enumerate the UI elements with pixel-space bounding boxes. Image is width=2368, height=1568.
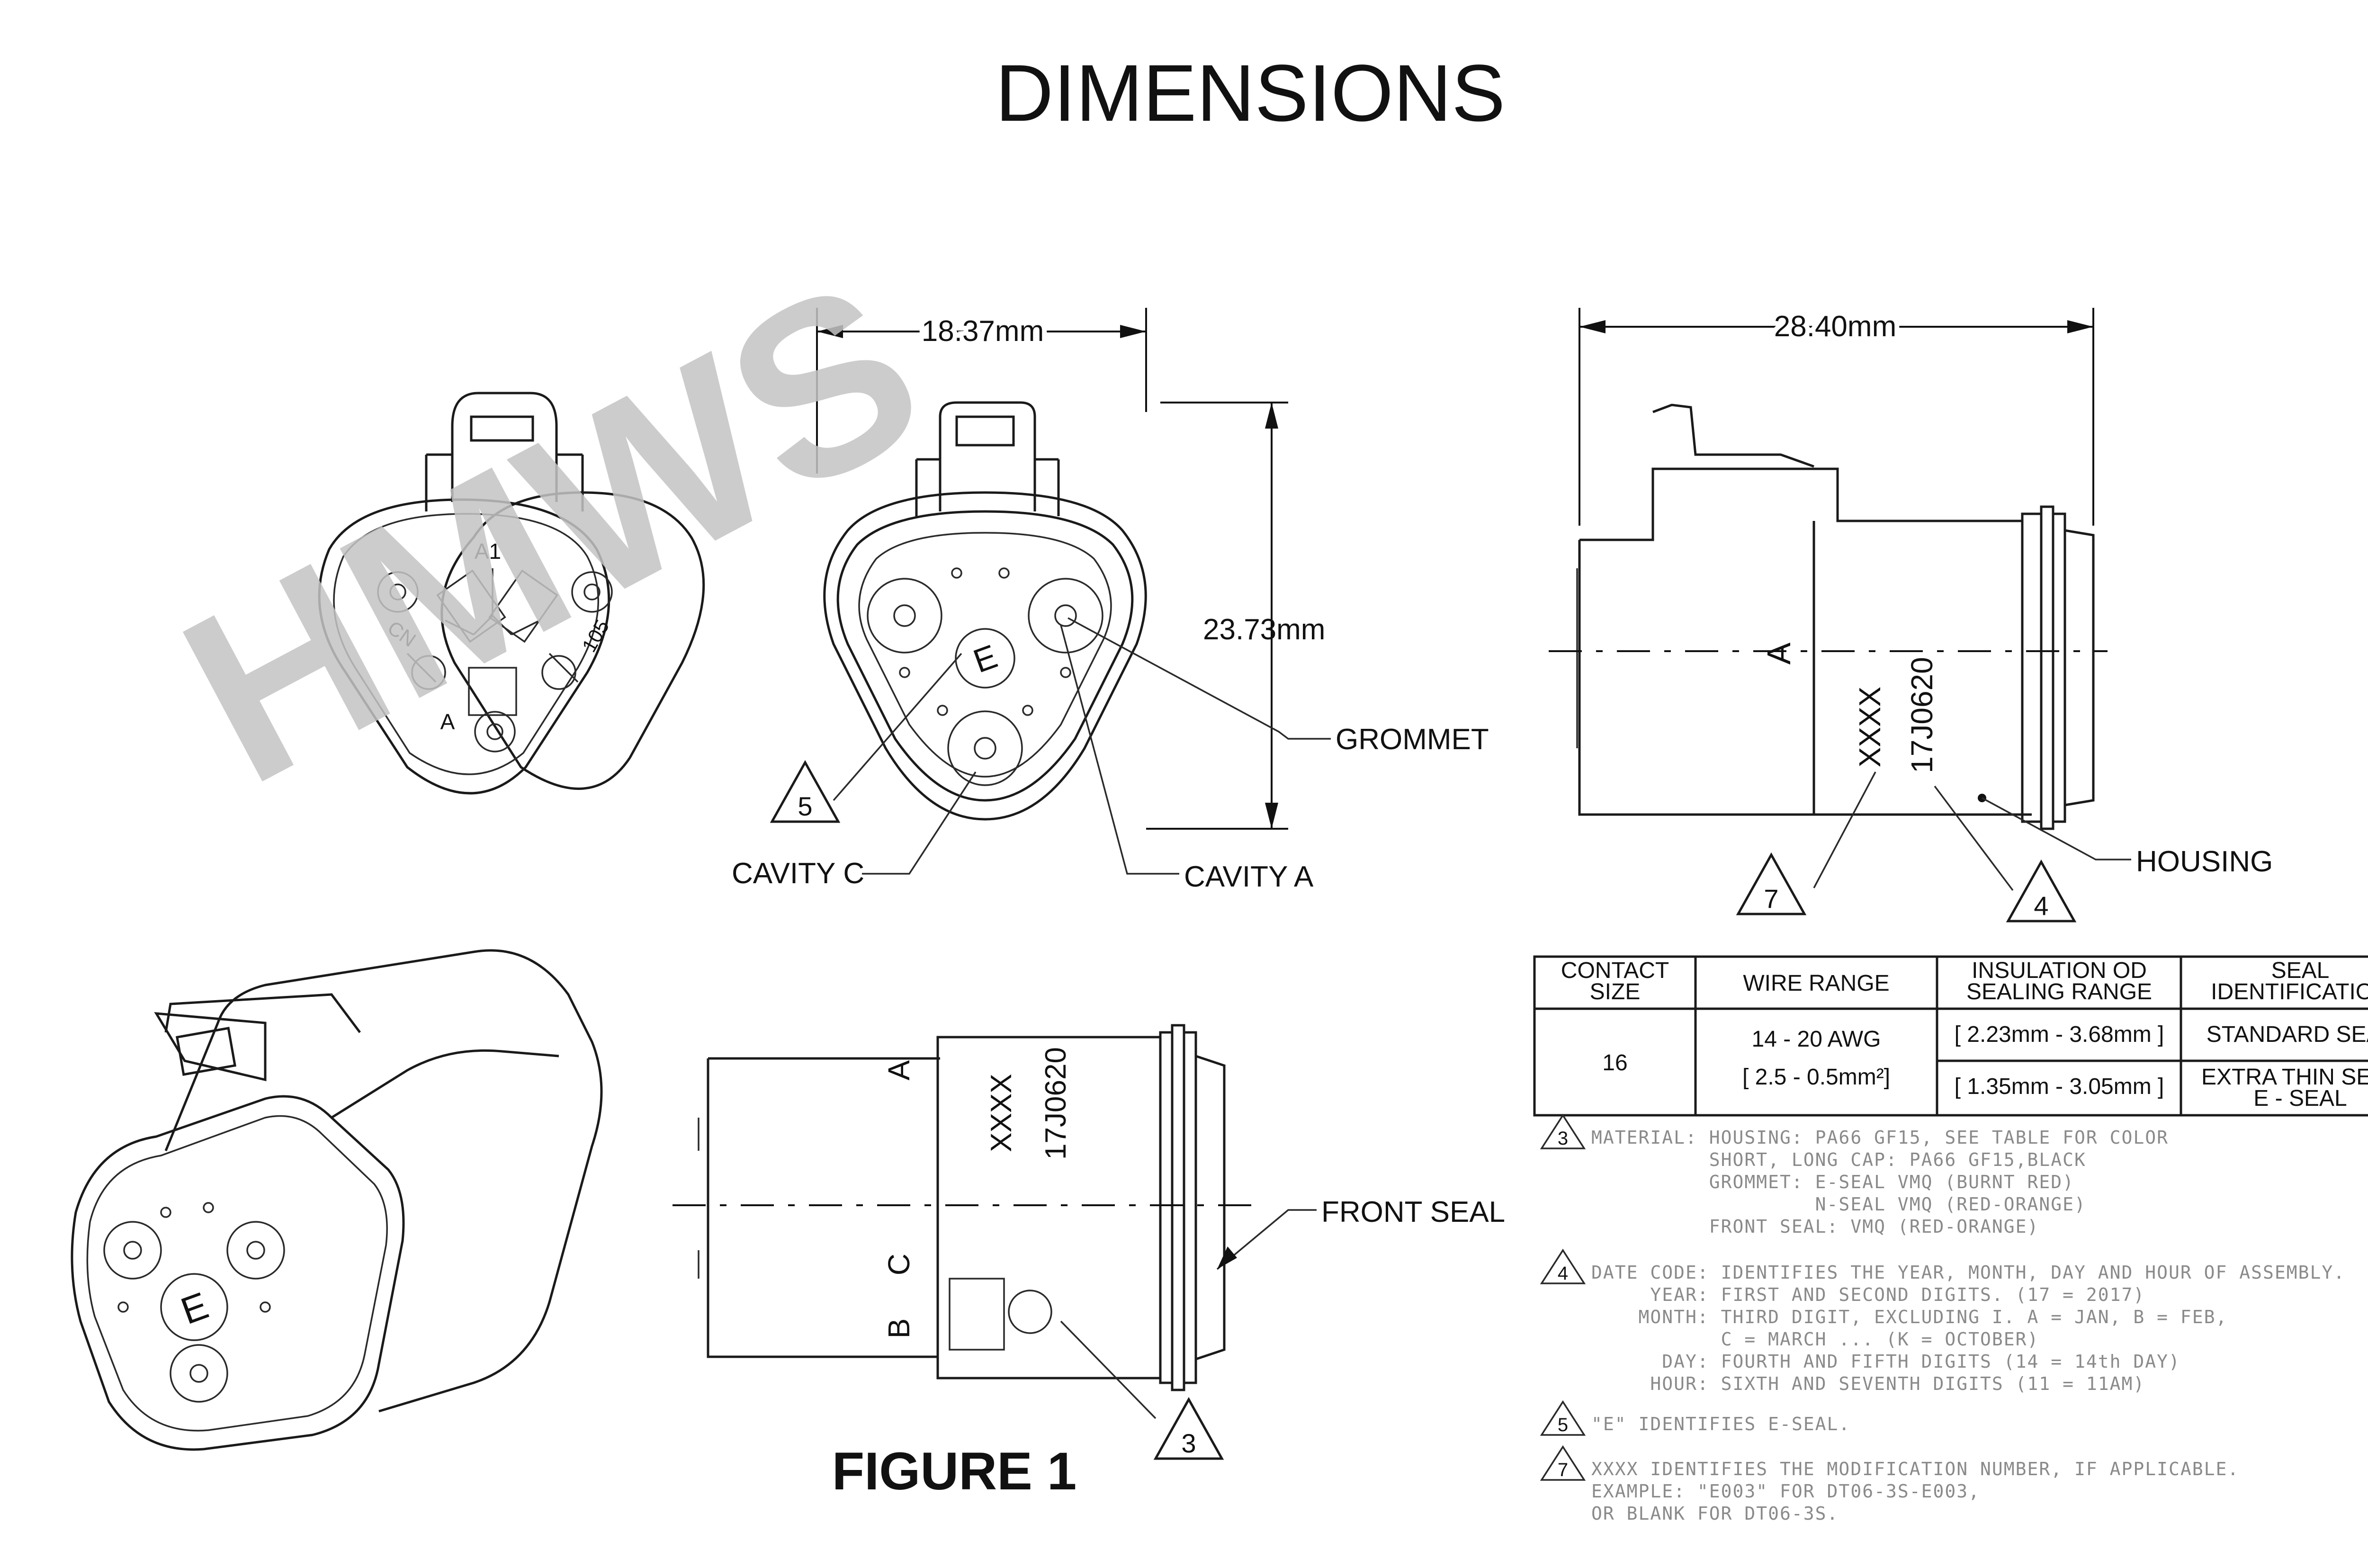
note-4-line: HOUR: SIXTH AND SEVENTH DIGITS (11 = 11A… xyxy=(1591,1373,2145,1394)
note-3-line: GROMMET: E-SEAL VMQ (BURNT RED) xyxy=(1591,1172,2074,1192)
bottom-mod-number: XXXX xyxy=(985,1074,1018,1152)
balloon-7-number: 7 xyxy=(1764,884,1778,914)
note-3-line: MATERIAL: HOUSING: PA66 GF15, SEE TABLE … xyxy=(1591,1127,2169,1148)
bottom-cavity-c: C xyxy=(882,1254,916,1275)
balloon-5-leader xyxy=(833,653,962,801)
note-7-balloon xyxy=(1540,1445,1586,1481)
note-7-line: EXAMPLE: "E003" FOR DT06-3S-E003, xyxy=(1591,1481,1980,1502)
header-contact-size-2: SIZE xyxy=(1590,979,1641,1004)
front-width-dimension xyxy=(816,308,1147,474)
balloon-3 xyxy=(1153,1397,1224,1460)
side-date-code: 17J0620 xyxy=(1905,657,1939,773)
note-7-line: OR BLANK FOR DT06-3S. xyxy=(1591,1503,1839,1524)
note-7-number: 7 xyxy=(1558,1460,1568,1480)
header-insulation-2: SEALING RANGE xyxy=(1966,979,2152,1004)
balloon-4 xyxy=(2006,859,2077,923)
cavity-a-label: CAVITY A xyxy=(1184,860,1314,893)
iso-e-logo: E xyxy=(176,1284,214,1332)
wire-range-table xyxy=(1533,955,2368,1117)
note-5-balloon xyxy=(1540,1400,1586,1436)
note-4-balloon xyxy=(1540,1248,1586,1284)
note-3-line: FRONT SEAL: VMQ (RED-ORANGE) xyxy=(1591,1216,2039,1237)
balloon-4-leader xyxy=(1934,785,2014,891)
header-insulation-1: INSULATION OD xyxy=(1972,958,2147,983)
side-mod-number: XXXX xyxy=(1853,687,1887,768)
note-4-line: C = MARCH ... (K = OCTOBER) xyxy=(1591,1329,2039,1350)
note-5-number: 5 xyxy=(1558,1415,1568,1435)
bottom-date-code: 17J0620 xyxy=(1040,1047,1072,1160)
balloon-3-number: 3 xyxy=(1181,1428,1196,1458)
cell-wire-range-awg: 14 - 20 AWG xyxy=(1752,1027,1881,1052)
rear-cavity-b-label: A xyxy=(440,709,455,734)
cell-seal-thin-2: E - SEAL xyxy=(2253,1086,2347,1111)
bottom-cavity-b: B xyxy=(882,1318,916,1339)
cell-wire-range-mm: [ 2.5 - 0.5mm²] xyxy=(1742,1065,1890,1090)
cell-insulation-thin: [ 1.35mm - 3.05mm ] xyxy=(1955,1074,2164,1099)
isometric-view: E xyxy=(71,949,603,1451)
grommet-label: GROMMET xyxy=(1336,723,1489,756)
cell-contact-size: 16 xyxy=(1602,1050,1627,1075)
note-5-line: "E" IDENTIFIES E-SEAL. xyxy=(1591,1414,1850,1434)
cell-seal-thin-1: EXTRA THIN SEAL xyxy=(2201,1065,2368,1090)
side-length-label: 28.40mm xyxy=(1774,310,1896,343)
note-7-line: XXXX IDENTIFIES THE MODIFICATION NUMBER,… xyxy=(1591,1459,2239,1479)
note-3-number: 3 xyxy=(1558,1128,1568,1149)
cell-seal-standard: STANDARD SEAL xyxy=(2207,1022,2368,1047)
front-height-dimension xyxy=(1146,402,1288,830)
front-width-label: 18.37mm xyxy=(922,315,1044,348)
side-view xyxy=(1576,403,2095,830)
side-length-dimension xyxy=(1579,308,2094,526)
watermark: HMWS xyxy=(144,227,961,836)
cavity-c-leader xyxy=(862,771,977,875)
note-4-line: MONTH: THIRD DIGIT, EXCLUDING I. A = JAN… xyxy=(1591,1307,2227,1327)
balloon-7-leader xyxy=(1813,771,1876,888)
note-3-line: N-SEAL VMQ (RED-ORANGE) xyxy=(1591,1194,2086,1215)
balloon-5 xyxy=(770,760,841,823)
front-height-label: 23.73mm xyxy=(1203,613,1325,646)
notes: 3 MATERIAL: HOUSING: PA66 GF15, SEE TABLE… xyxy=(1540,1113,2345,1524)
front-seal-label: FRONT SEAL xyxy=(1321,1196,1505,1228)
balloon-4-number: 4 xyxy=(2034,891,2048,921)
note-3-line: SHORT, LONG CAP: PA66 GF15,BLACK xyxy=(1591,1149,2086,1170)
balloon-7 xyxy=(1736,852,1807,915)
rear-cavity-a-label: A1 xyxy=(475,539,501,564)
e-seal-logo: E xyxy=(969,637,1002,680)
bottom-view xyxy=(698,1024,1226,1391)
cell-insulation-standard: [ 2.23mm - 3.68mm ] xyxy=(1955,1022,2164,1047)
page-title: DIMENSIONS xyxy=(996,48,1506,138)
balloon-3-leader xyxy=(1060,1320,1157,1419)
note-4-line: DATE CODE: IDENTIFIES THE YEAR, MONTH, D… xyxy=(1591,1262,2345,1283)
header-contact-size-1: CONTACT xyxy=(1561,958,1669,983)
bottom-cavity-a: A xyxy=(882,1060,916,1080)
rear-view: A1 A CN 105 xyxy=(318,392,705,795)
header-seal-1: SEAL xyxy=(2271,958,2330,983)
cavity-c-label: CAVITY C xyxy=(732,857,864,890)
header-seal-2: IDENTIFICATION xyxy=(2211,979,2368,1004)
front-seal-leader xyxy=(1216,1209,1317,1270)
note-3-balloon xyxy=(1540,1113,1586,1149)
balloon-5-number: 5 xyxy=(798,791,812,821)
cavity-a-leader xyxy=(1060,625,1179,875)
figure-caption: FIGURE 1 xyxy=(832,1442,1077,1501)
housing-leader xyxy=(1982,797,2131,860)
note-4-line: DAY: FOURTH AND FIFTH DIGITS (14 = 14th … xyxy=(1591,1351,2180,1372)
front-view: E xyxy=(823,401,1147,821)
housing-label: HOUSING xyxy=(2136,845,2273,878)
side-cavity-letter: A xyxy=(1760,642,1797,664)
grommet-leader xyxy=(1067,617,1331,740)
note-4-line: YEAR: FIRST AND SECOND DIGITS. (17 = 201… xyxy=(1591,1284,2145,1305)
note-4-number: 4 xyxy=(1558,1263,1568,1284)
header-wire-range: WIRE RANGE xyxy=(1743,971,1889,996)
